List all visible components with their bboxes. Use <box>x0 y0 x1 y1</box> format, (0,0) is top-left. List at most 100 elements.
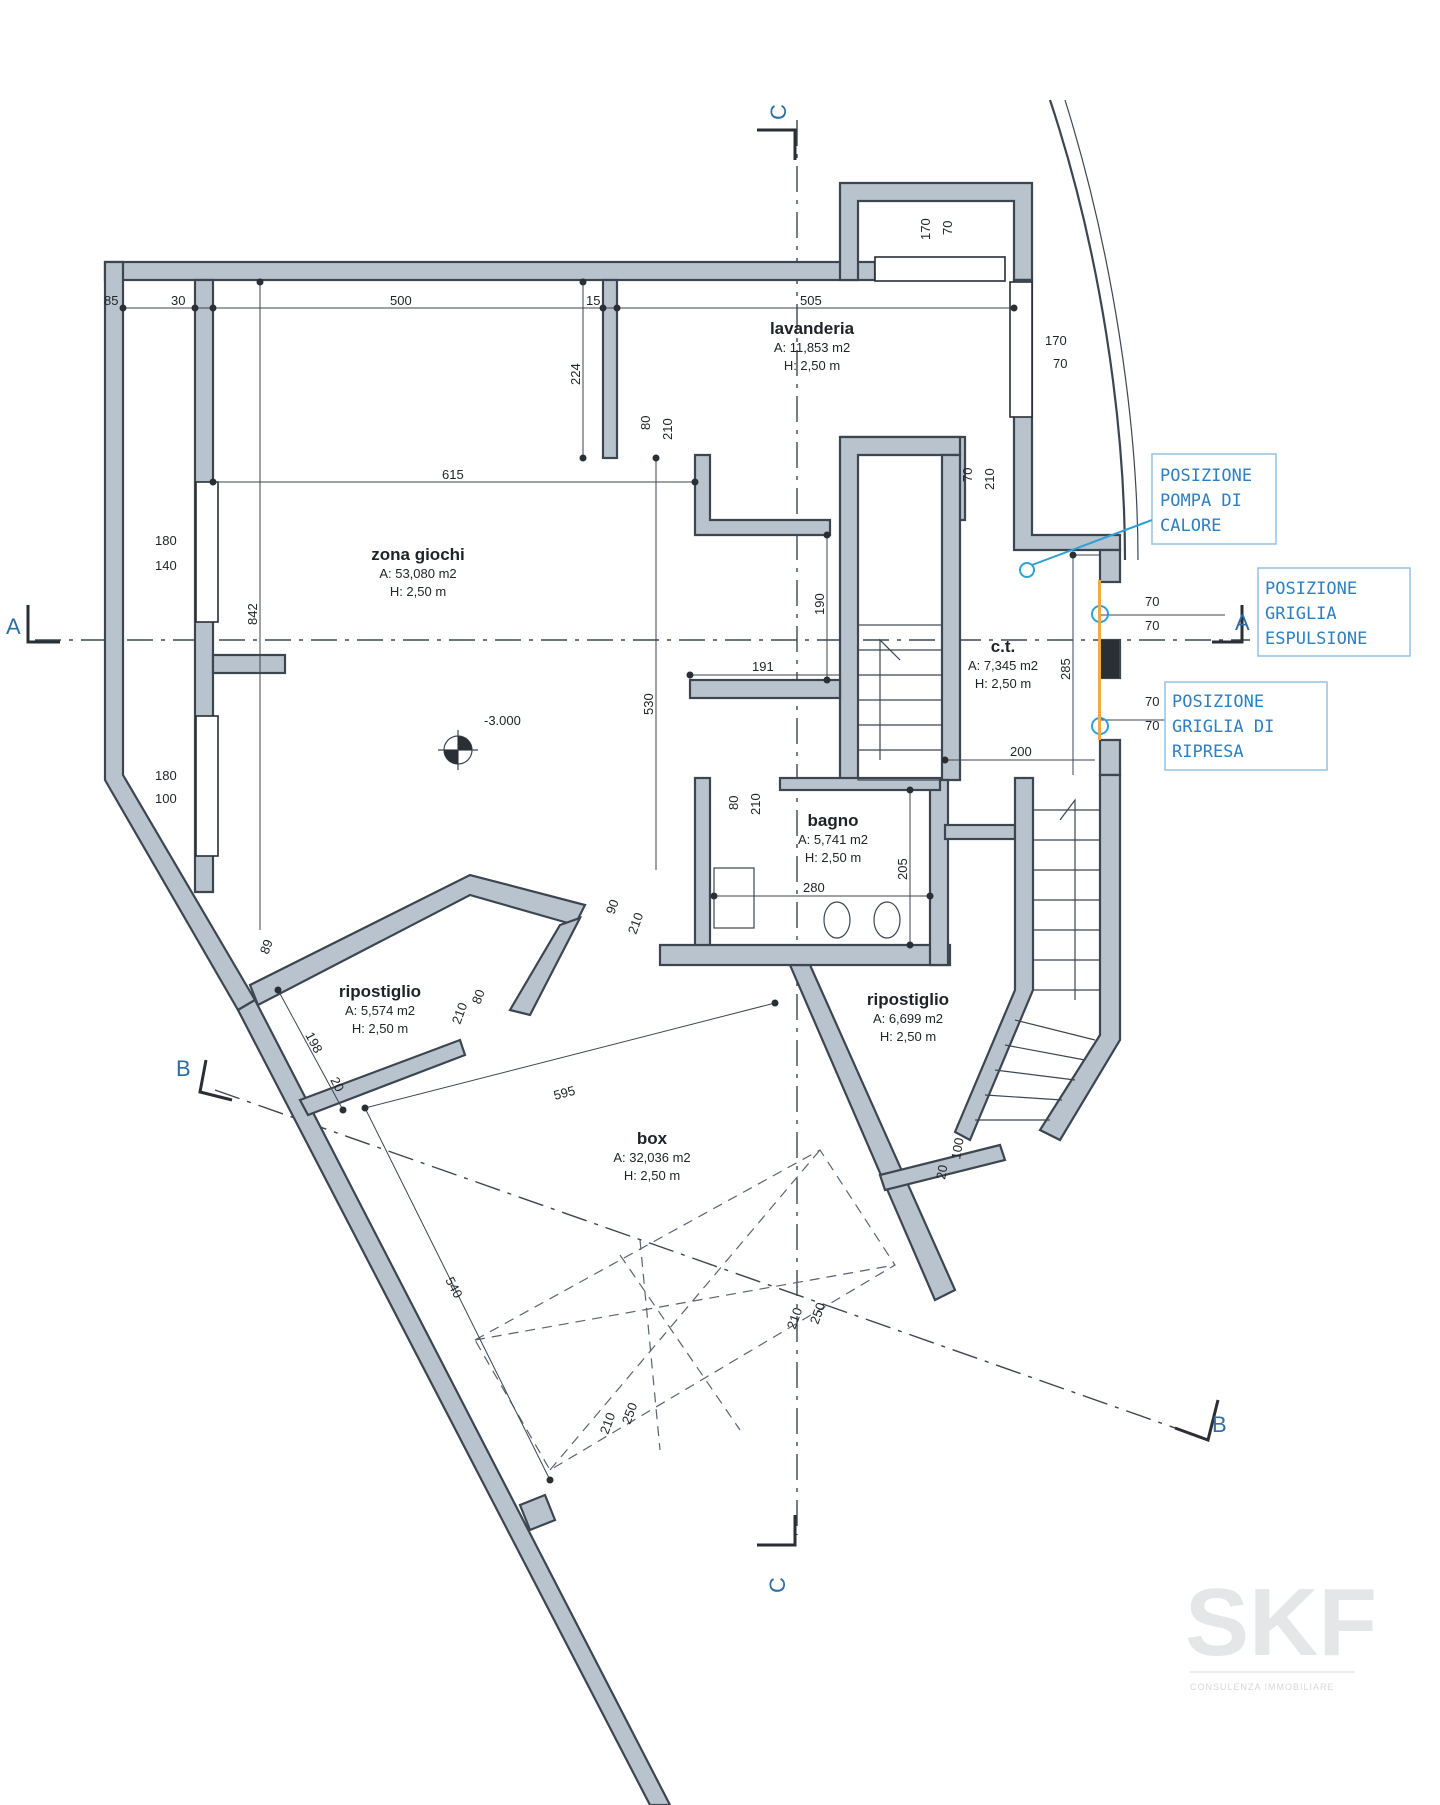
dim-dot <box>613 304 621 312</box>
walls <box>103 181 1122 1805</box>
room-name-zona-giochi: zona giochi <box>371 545 465 564</box>
room-height-ct: H: 2,50 m <box>975 676 1031 691</box>
dim-dot <box>771 999 779 1007</box>
section-c-top-end <box>757 128 797 160</box>
dim-280: 280 <box>803 880 825 895</box>
room-height-bagno: H: 2,50 m <box>805 850 861 865</box>
dim-500: 500 <box>390 293 412 308</box>
wall-ct-bottom <box>943 823 1017 841</box>
note-ripresa-line-3: RIPRESA <box>1172 742 1244 762</box>
dim-dot <box>686 671 694 679</box>
dim-224: 224 <box>568 363 583 385</box>
wall-bagno-left <box>693 776 712 952</box>
dim-dot <box>579 278 587 286</box>
wall-ripostiglio2-bottom <box>878 1143 1007 1192</box>
dim-dot <box>339 1106 347 1114</box>
room-area-ripostiglio-1: A: 5,574 m2 <box>345 1003 415 1018</box>
section-label-a-right: A <box>1235 610 1250 635</box>
dim-210-ripostiglio: 210 <box>449 1001 471 1027</box>
wall-ripostiglio1-right <box>508 916 583 1017</box>
room-height-box: H: 2,50 m <box>624 1168 680 1183</box>
dim-210-bagno: 210 <box>748 793 763 815</box>
section-label-c-top: C <box>766 104 791 120</box>
dim-100-box-door: 100 <box>948 1137 967 1161</box>
room-name-lavanderia: lavanderia <box>770 319 855 338</box>
window-top <box>874 256 1006 282</box>
dim-dot <box>256 278 264 286</box>
dim-250-box-b: 250 <box>619 1401 641 1427</box>
dim-250-box-a: 250 <box>807 1301 829 1327</box>
wall-left-long-diagonal <box>236 998 672 1805</box>
note-pompa-line-2: POMPA DI <box>1160 491 1242 511</box>
wall-top-left <box>103 260 877 282</box>
stair-tread <box>984 1094 1063 1101</box>
level-value: -3.000 <box>484 713 521 728</box>
dim-dot <box>823 676 831 684</box>
hvac-notes: POSIZIONE POMPA DI CALORE POSIZIONE GRIG… <box>1019 453 1411 771</box>
note-espulsione-line-3: ESPULSIONE <box>1265 629 1367 649</box>
room-area-ct: A: 7,345 m2 <box>968 658 1038 673</box>
dim-dot <box>1069 551 1077 559</box>
logo-mark: SKF <box>1185 1569 1377 1676</box>
room-area-lavanderia: A: 11,853 m2 <box>774 340 850 355</box>
dim-285: 285 <box>1058 658 1073 680</box>
stair-center-outline <box>857 624 943 781</box>
dim-dot <box>361 1104 369 1112</box>
dim-70-grille-a: 70 <box>1145 594 1159 609</box>
road-edge <box>1048 99 1139 561</box>
wall-box-bottom-stub <box>518 1493 557 1532</box>
stair-arrow-right <box>1059 798 1076 1000</box>
box-parking-diag <box>639 1239 661 1451</box>
dim-70-grille-c: 70 <box>1145 694 1159 709</box>
pompa-marker-icon <box>1019 562 1035 578</box>
dim-210-box-a: 210 <box>784 1306 806 1332</box>
dim-505: 505 <box>800 293 822 308</box>
note-box-pompa <box>1151 453 1277 545</box>
dim-842: 842 <box>245 603 260 625</box>
room-area-zona-giochi: A: 53,080 m2 <box>379 566 456 581</box>
note-pompa-line-1: POSIZIONE <box>1160 466 1252 486</box>
dim-80-bagno: 80 <box>726 796 741 810</box>
room-labels: zona giochi A: 53,080 m2 H: 2,50 m lavan… <box>339 319 1038 1183</box>
stair-tread <box>994 1069 1076 1081</box>
bidet <box>873 901 901 939</box>
dim-dot <box>119 304 127 312</box>
room-area-bagno: A: 5,741 m2 <box>798 832 868 847</box>
wall-stub-left <box>211 653 287 675</box>
note-pompa-line-3: CALORE <box>1160 516 1221 536</box>
dim-line-198 <box>277 989 344 1111</box>
dim-595: 595 <box>552 1083 577 1103</box>
note-espulsione-line-1: POSIZIONE <box>1265 579 1357 599</box>
toilet <box>823 901 851 939</box>
dim-198: 198 <box>302 1029 325 1055</box>
windows <box>195 256 1119 857</box>
room-name-box: box <box>637 1129 668 1148</box>
stairs <box>857 624 1100 1121</box>
dim-70-upper: 70 <box>940 221 955 235</box>
dim-20: 20 <box>327 1074 347 1094</box>
dim-dot <box>191 304 199 312</box>
box-parking-diag <box>549 1149 821 1471</box>
dim-615: 615 <box>442 467 464 482</box>
dimension-labels: 85 30 500 15 505 615 224 842 180 140 180… <box>104 218 1159 1436</box>
section-a-left-end <box>26 605 60 644</box>
wall-corridor-191 <box>688 678 842 700</box>
bathroom-fixtures <box>713 867 901 939</box>
note-ripresa-line-1: POSIZIONE <box>1172 692 1264 712</box>
section-label-b-left: B <box>176 1056 191 1081</box>
dim-191: 191 <box>752 659 774 674</box>
wall-upper-box <box>838 181 1034 282</box>
dim-dot <box>926 892 934 900</box>
room-name-ripostiglio-2: ripostiglio <box>867 990 949 1009</box>
dim-170-right: 170 <box>1045 333 1067 348</box>
dim-170-upper: 170 <box>918 218 933 240</box>
dim-dot <box>906 786 914 794</box>
room-name-ct: c.t. <box>991 637 1016 656</box>
dim-line-540 <box>364 1107 551 1481</box>
section-axis-b <box>214 1089 1196 1436</box>
section-a-right-end <box>1212 605 1244 644</box>
orange-vent-line <box>1098 580 1101 740</box>
dim-dot <box>1010 304 1018 312</box>
dim-210-ct-door: 210 <box>982 468 997 490</box>
